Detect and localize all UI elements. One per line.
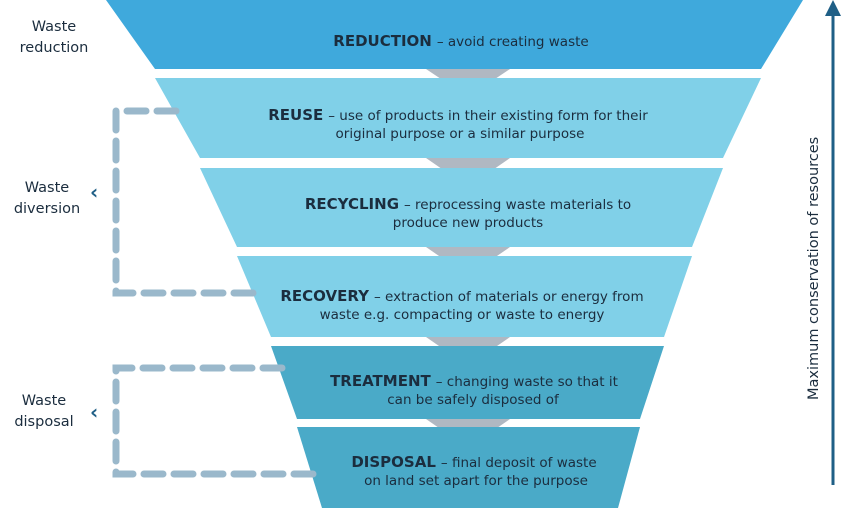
tier-reuse-text-line2: original purpose or a similar purpose	[336, 126, 585, 142]
tier-treatment	[271, 346, 664, 419]
waste-diversion-label-line2: diversion	[13, 201, 81, 217]
waste-disposal-label-line2: disposal	[14, 414, 74, 430]
disposal-chevron-icon: ‹	[90, 400, 99, 424]
tier-disposal	[297, 427, 640, 508]
maximum-conservation-label: Maximum conservation of resources	[806, 136, 822, 400]
diversion-chevron-icon: ‹	[90, 180, 99, 204]
conservation-arrow-head-icon	[825, 0, 841, 16]
tier-disposal-text-line2: on land set apart for the purpose	[364, 473, 588, 489]
tier-reduction	[106, 0, 803, 69]
tier-treatment-text-line2: can be safely disposed of	[387, 392, 560, 408]
waste-diversion-label-line1: Waste	[24, 180, 70, 196]
tier-reduction-text: REDUCTION– avoid creating waste	[333, 32, 588, 50]
tier-recovery	[237, 256, 692, 337]
tier-recycling-text: RECYCLING– reprocessing waste materials …	[305, 195, 631, 213]
tier-reuse-text: REUSE– use of products in their existing…	[268, 106, 648, 124]
tier-treatment-text: TREATMENT– changing waste so that it	[330, 372, 618, 390]
disposal-bracket	[112, 364, 317, 478]
tier-recovery-text: RECOVERY– extraction of materials or ene…	[280, 287, 643, 305]
waste-reduction-label-line2: reduction	[19, 40, 89, 56]
tier-recycling-text-line2: produce new products	[393, 215, 543, 231]
waste-diversion-label: Waste diversion	[0, 178, 94, 220]
tier-reuse	[155, 78, 761, 158]
waste-reduction-label-line1: Waste	[31, 19, 77, 35]
waste-disposal-label-line1: Waste	[21, 393, 67, 409]
waste-reduction-label: Waste reduction	[2, 17, 106, 59]
tier-recycling	[200, 168, 723, 247]
diversion-bracket	[112, 107, 258, 297]
tier-recovery-text-line2: waste e.g. compacting or waste to energy	[320, 307, 605, 323]
waste-disposal-label: Waste disposal	[0, 391, 88, 433]
tier-disposal-text: DISPOSAL– final deposit of waste	[351, 453, 596, 471]
